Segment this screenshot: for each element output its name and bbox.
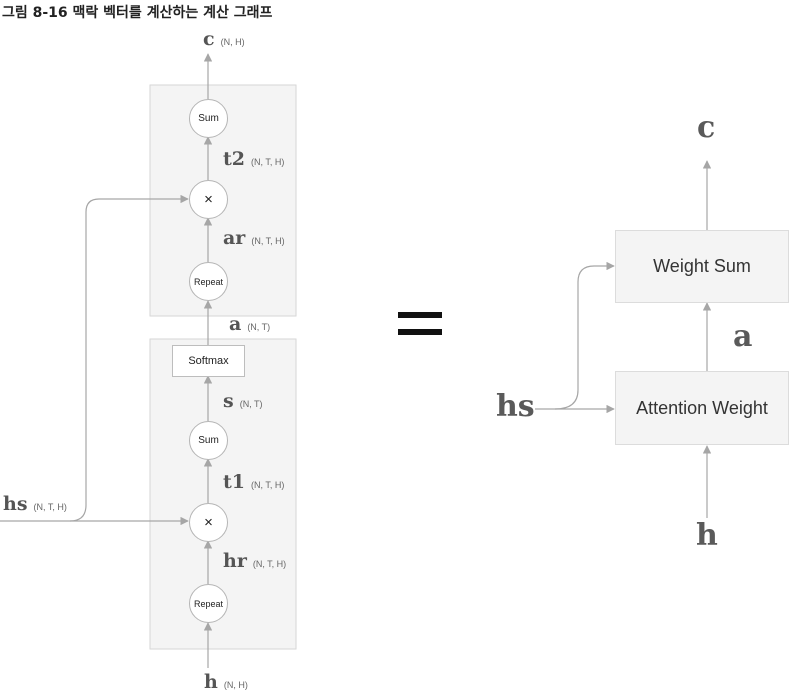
label-hs: hs(N, T, H) xyxy=(3,493,67,515)
repeat-node-top: Repeat xyxy=(189,262,228,301)
softmax-node: Softmax xyxy=(172,345,245,377)
right-label-h: h xyxy=(696,518,718,553)
figure-caption: 그림 8-16 맥락 벡터를 계산하는 계산 그래프 xyxy=(2,5,273,21)
label-a: a(N, T) xyxy=(229,313,271,335)
weight-sum-block: Weight Sum xyxy=(615,230,789,303)
arrow-hs-to-weightsum xyxy=(554,261,615,410)
equals-sign xyxy=(398,312,442,338)
right-label-a: a xyxy=(733,319,753,354)
attention-weight-block: Attention Weight xyxy=(615,371,789,445)
multiply-node-top: × xyxy=(189,180,228,219)
label-h: h(N, H) xyxy=(204,671,248,693)
sum-node-bottom: Sum xyxy=(189,421,228,460)
repeat-node-bottom: Repeat xyxy=(189,584,228,623)
label-t1: t1(N, T, H) xyxy=(223,471,285,493)
arrow-hs-to-mul-top xyxy=(69,194,189,522)
label-c: c(N, H) xyxy=(203,28,245,50)
right-label-hs: hs xyxy=(496,389,535,424)
right-label-c: c xyxy=(697,110,716,145)
label-ar: ar(N, T, H) xyxy=(223,227,285,249)
label-hr: hr(N, T, H) xyxy=(223,550,287,572)
multiply-node-bottom: × xyxy=(189,503,228,542)
label-t2: t2(N, T, H) xyxy=(223,148,285,170)
label-s: s(N, T) xyxy=(223,390,263,412)
sum-node-top: Sum xyxy=(189,99,228,138)
